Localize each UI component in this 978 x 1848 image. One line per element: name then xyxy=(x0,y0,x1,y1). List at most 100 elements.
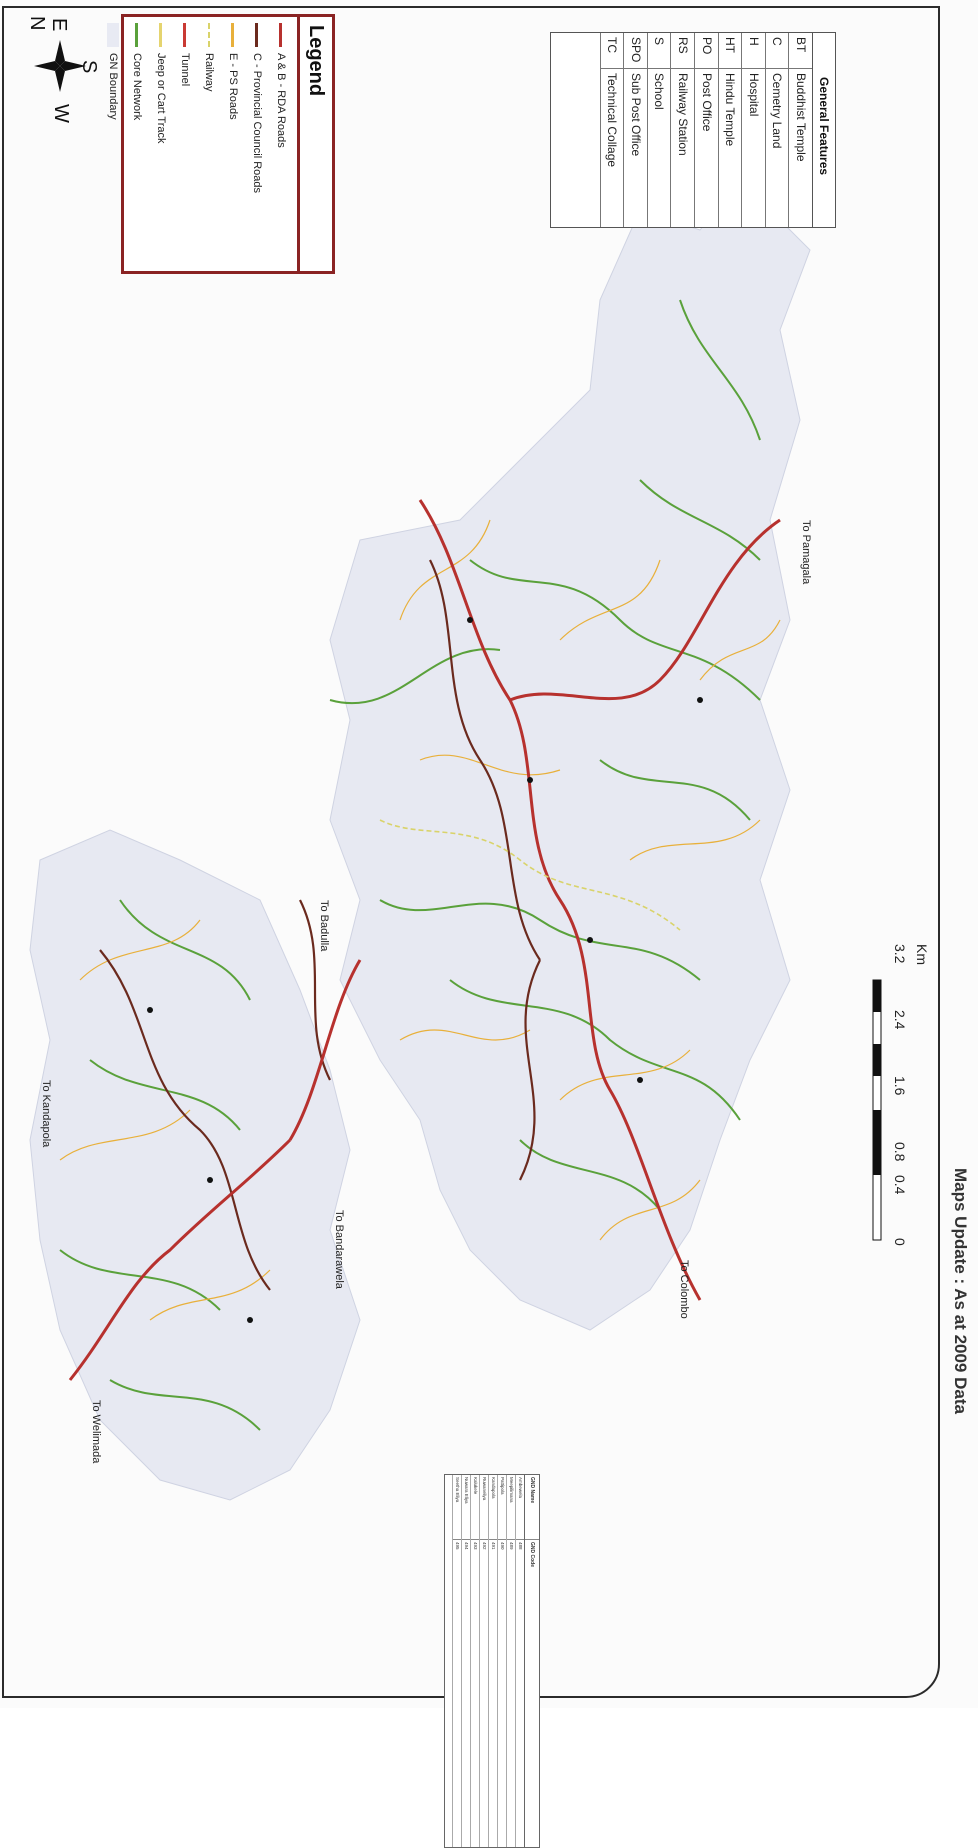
table-row: BT Buddhist Temple xyxy=(788,33,812,227)
provincial-council-roads xyxy=(99,559,541,1291)
general-features-table: General Features BT Buddhist Temple C Ceme… xyxy=(550,32,836,228)
marker xyxy=(527,777,533,783)
legend-item: Core Network xyxy=(125,23,149,265)
gn-code: 494 xyxy=(464,1542,469,1550)
place-label-kandapola: To Kandapola xyxy=(40,1080,52,1148)
legend: Legend A & B - RDA Roads C - Provincial … xyxy=(107,14,335,274)
table-row: TC Technical Collage xyxy=(599,33,624,227)
marker xyxy=(697,697,703,703)
gn-name: Kandapola xyxy=(489,1475,497,1540)
feature-code: C xyxy=(765,33,789,69)
legend-item: Railway xyxy=(197,23,221,265)
legend-list: A & B - RDA Roads C - Provincial Council… xyxy=(97,17,297,271)
legend-item: E - PS Roads xyxy=(221,23,245,265)
table-row: C Cemetry Land xyxy=(764,33,789,227)
gn-code: 489 xyxy=(509,1542,514,1550)
railway-swatch xyxy=(208,23,210,47)
gn-code: 488 xyxy=(518,1542,523,1550)
scale-tick: 1.6 xyxy=(892,1076,908,1096)
feature-code: RS xyxy=(671,33,695,69)
gn-code: 491 xyxy=(491,1542,496,1550)
place-label-pamagala: To Pamagala xyxy=(800,520,812,585)
table-row: Meepilimana 489 xyxy=(506,1475,515,1847)
marker xyxy=(637,1077,643,1083)
gn-area-west xyxy=(29,829,361,1501)
scale-unit: Km xyxy=(914,944,930,965)
compass-w-label: W xyxy=(50,104,72,123)
legend-label: Tunnel xyxy=(179,53,191,87)
ps-swatch xyxy=(231,23,235,47)
feature-code: S xyxy=(647,33,671,69)
gn-code: 493 xyxy=(473,1542,478,1550)
table-row: S School xyxy=(646,33,671,227)
table-row: Pattipola 490 xyxy=(497,1475,506,1847)
legend-item: C - Provincial Council Roads xyxy=(245,23,269,265)
feature-code: HT xyxy=(718,33,742,69)
scale-tick: 3.2 xyxy=(892,944,908,964)
legend-title: Legend xyxy=(297,17,332,271)
legend-item: A & B - RDA Roads xyxy=(269,23,293,265)
railway-line xyxy=(379,819,681,931)
feature-label: School xyxy=(652,73,667,110)
scale-bar xyxy=(872,979,882,1241)
place-label-bandarawela: To Bandarawela xyxy=(333,1210,345,1289)
legend-item: GN Boundary xyxy=(101,23,125,265)
legend-label: Jeep or Cart Track xyxy=(155,53,167,144)
jeep-swatch xyxy=(159,23,163,47)
gn-swatch xyxy=(107,23,119,47)
table-row: RS Railway Station xyxy=(670,33,695,227)
core-swatch xyxy=(135,23,139,47)
feature-code: TC xyxy=(600,33,624,69)
feature-code: PO xyxy=(695,33,718,69)
gn-name: Kalukele xyxy=(471,1475,479,1540)
gn-name: Meepilimana xyxy=(507,1475,515,1540)
feature-label: Hindu Temple xyxy=(723,73,738,147)
table-row: H Hospital xyxy=(741,33,765,227)
gn-code: 492 xyxy=(482,1542,487,1550)
marker xyxy=(587,937,593,943)
feature-label: Cemetry Land xyxy=(770,73,785,149)
gn-name: Seetha Eliya xyxy=(453,1475,461,1540)
gn-code: 490 xyxy=(500,1542,505,1550)
gn-header-name: GND Name xyxy=(525,1475,539,1540)
compass-rose xyxy=(34,40,86,92)
legend-item: Tunnel xyxy=(173,23,197,265)
place-label-badulla: To Badulla xyxy=(318,900,330,952)
table-row: HT Hindu Temple xyxy=(717,33,742,227)
legend-label: A & B - RDA Roads xyxy=(275,53,287,148)
feature-code: BT xyxy=(789,33,812,69)
pc-swatch xyxy=(255,23,259,47)
feature-label: Railway Station xyxy=(676,73,691,156)
feature-label: Post Office xyxy=(699,73,714,132)
gn-header-code: GND Code xyxy=(529,1542,535,1567)
feature-label: Buddhist Temple xyxy=(794,73,808,162)
scale-tick: 0 xyxy=(892,1238,908,1246)
gn-name: Ruwaneliya xyxy=(480,1475,488,1540)
legend-item: Jeep or Cart Track xyxy=(149,23,173,265)
features-title: General Features xyxy=(812,33,835,227)
feature-label: Technical Collage xyxy=(605,73,620,168)
gn-code: 495 xyxy=(455,1542,460,1550)
rda-roads xyxy=(68,499,781,1381)
legend-label: Core Network xyxy=(131,53,143,121)
gn-name: Ambewela xyxy=(516,1475,524,1540)
scale-tick: 0.4 xyxy=(892,1175,908,1195)
rda-swatch xyxy=(279,23,283,47)
table-row: PO Post Office xyxy=(694,33,718,227)
table-row: Ambewela 488 xyxy=(515,1475,524,1847)
feature-markers xyxy=(147,617,703,1323)
core-network-roads xyxy=(59,299,761,1431)
marker xyxy=(467,617,473,623)
gn-name: Pattipola xyxy=(498,1475,506,1540)
place-label-welimada: To Welimada xyxy=(90,1400,102,1464)
compass-e-label: E xyxy=(48,18,70,32)
legend-label: C - Provincial Council Roads xyxy=(251,53,263,193)
road-map xyxy=(29,40,882,1501)
feature-label: Hospital xyxy=(746,73,761,117)
table-row: Kandapola 491 xyxy=(488,1475,497,1847)
feature-code: H xyxy=(742,33,765,69)
map-update-note: Maps Update : As at 2009 Data xyxy=(951,1168,970,1414)
